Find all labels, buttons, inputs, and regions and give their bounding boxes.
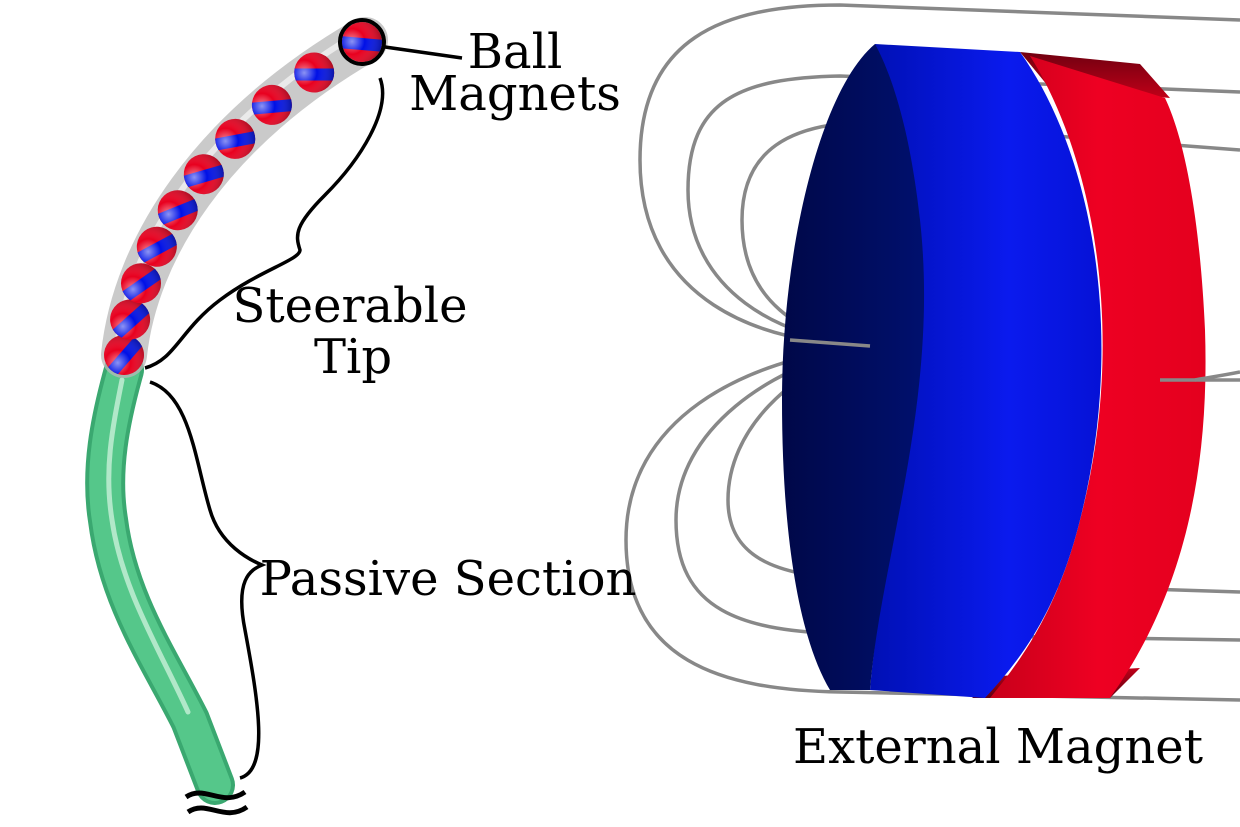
ball-magnet — [110, 299, 151, 340]
cut-mark-2 — [186, 804, 249, 816]
field-line-arrow-right — [1194, 370, 1240, 382]
annotation-lines — [144, 45, 463, 780]
label-passive-section: Passive Section — [260, 551, 637, 607]
ball-magnet — [157, 190, 200, 231]
magnet-blue-face — [782, 44, 925, 690]
ball-magnet — [183, 154, 226, 195]
label-ball: Ball — [468, 24, 563, 80]
field-line-top-outer — [638, 3, 1240, 347]
steerable-tip-brace — [144, 77, 385, 370]
ball-magnet — [294, 52, 335, 93]
ball-magnet — [121, 263, 162, 304]
ball-magnets — [104, 18, 386, 376]
label-tip: Tip — [314, 329, 392, 385]
external-magnet — [782, 44, 1206, 698]
field-line-entry-left — [789, 338, 871, 348]
ball-magnet — [104, 335, 144, 376]
labels: Ball Magnets Steerable Tip Passive Secti… — [232, 24, 1203, 775]
ball-magnets-pointer — [384, 45, 463, 60]
field-line-bottom-outer — [624, 343, 1240, 702]
magnet-red-body — [990, 56, 1206, 698]
ball-magnet — [251, 84, 293, 125]
magnet-blue-body — [870, 44, 1102, 698]
label-external-magnet: External Magnet — [793, 719, 1203, 775]
ball-magnet — [136, 226, 179, 267]
passive-section-highlight — [106, 377, 191, 715]
ball-magnet — [214, 118, 257, 159]
label-magnets: Magnets — [409, 66, 621, 122]
field-line-entries — [789, 338, 1240, 382]
catheter — [85, 17, 388, 816]
label-steerable: Steerable — [232, 278, 467, 334]
passive-section-brace — [149, 380, 267, 780]
cut-mark-1 — [184, 789, 247, 801]
ball-magnet — [338, 18, 386, 66]
field-line-bottom-mid — [674, 343, 1240, 642]
passive-section-tube-body — [89, 354, 231, 801]
